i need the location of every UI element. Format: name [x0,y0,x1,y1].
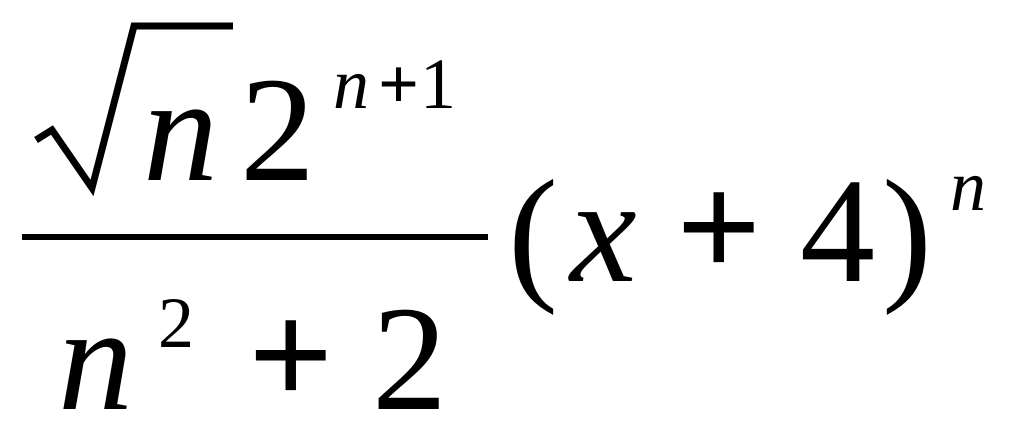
denominator-constant: 2 [372,276,447,442]
denominator-operator: + [248,272,334,438]
open-parenthesis: ( [508,150,558,316]
numerator-exponent-variable: n [333,44,369,124]
fraction-bar [22,234,488,240]
factor-exponent: n [950,146,986,226]
numerator-base: 2 [240,47,315,213]
denominator-exponent: 2 [158,283,194,363]
factor-operator: + [676,144,762,310]
numerator-radicand: n [143,47,218,213]
factor-variable: x [570,148,637,314]
numerator-exponent-operator: + [378,44,420,124]
close-parenthesis: ) [882,150,932,316]
denominator-variable: n [58,276,133,442]
factor-constant: 4 [800,148,875,314]
numerator-exponent-constant: 1 [420,44,456,124]
